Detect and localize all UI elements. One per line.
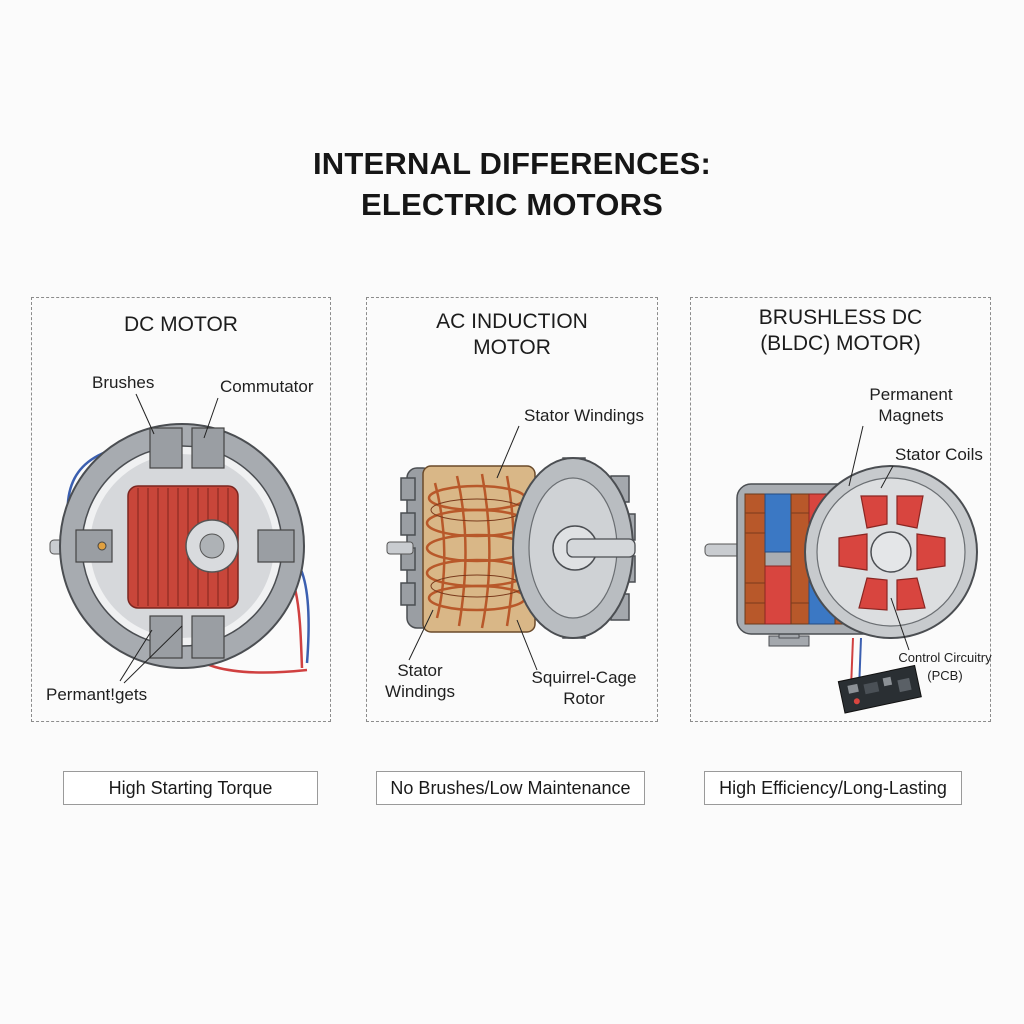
permanent-magnets-line-2: Magnets <box>878 406 944 425</box>
ac-motor-illustration <box>386 425 636 671</box>
dc-motor-illustration <box>49 393 310 684</box>
permanent-magnets-label: Permant!gets <box>46 685 148 704</box>
stator-windings-bottom-line-1: Stator <box>397 661 443 680</box>
dc-motor-title: DC MOTOR <box>124 313 238 336</box>
control-circuitry-label: Control Circuitry (PCB) <box>883 649 1007 685</box>
squirrel-cage-rotor-label: Squirrel-Cage Rotor <box>519 667 649 709</box>
bldc-motor-illustration <box>704 425 978 714</box>
permanent-magnets-label: Permanent Magnets <box>851 384 971 426</box>
stator-windings-bottom-line-2: Windings <box>385 682 455 701</box>
stator-windings-top-label: Stator Windings <box>524 406 644 425</box>
dc-motor-panel: DC MOTOR <box>31 297 331 722</box>
page-title-line-2: ELECTRIC MOTORS <box>360 187 664 222</box>
ac-motor-caption: No Brushes/Low Maintenance <box>376 771 645 805</box>
ac-induction-motor-panel: AC INDUCTION MOTOR <box>366 297 658 722</box>
dc-motor-caption: High Starting Torque <box>63 771 318 805</box>
control-circuitry-line-1: Control Circuitry <box>898 650 992 665</box>
page-title-line-1: INTERNAL DIFFERENCES: <box>312 146 712 181</box>
stator-coils-label: Stator Coils <box>895 445 983 464</box>
bldc-motor-title-line-2: (BLDC) MOTOR) <box>760 332 921 355</box>
page-title: INTERNAL DIFFERENCES: ELECTRIC MOTORS <box>0 143 1024 225</box>
control-circuitry-line-2: (PCB) <box>927 668 963 683</box>
bldc-motor-panel: BRUSHLESS DC (BLDC) MOTOR) <box>690 297 992 722</box>
bldc-motor-title-line-1: BRUSHLESS DC <box>758 306 923 329</box>
squirrel-cage-rotor-line-1: Squirrel-Cage <box>531 668 637 687</box>
ac-motor-title-line-2: MOTOR <box>473 336 551 359</box>
stator-windings-bottom-label: Stator Windings <box>385 660 455 702</box>
squirrel-cage-rotor-line-2: Rotor <box>563 689 605 708</box>
brushes-label: Brushes <box>92 373 155 392</box>
bldc-motor-caption: High Efficiency/Long-Lasting <box>704 771 962 805</box>
ac-motor-title-line-1: AC INDUCTION <box>436 310 588 333</box>
permanent-magnets-line-1: Permanent <box>869 385 953 404</box>
commutator-label: Commutator <box>220 377 314 396</box>
